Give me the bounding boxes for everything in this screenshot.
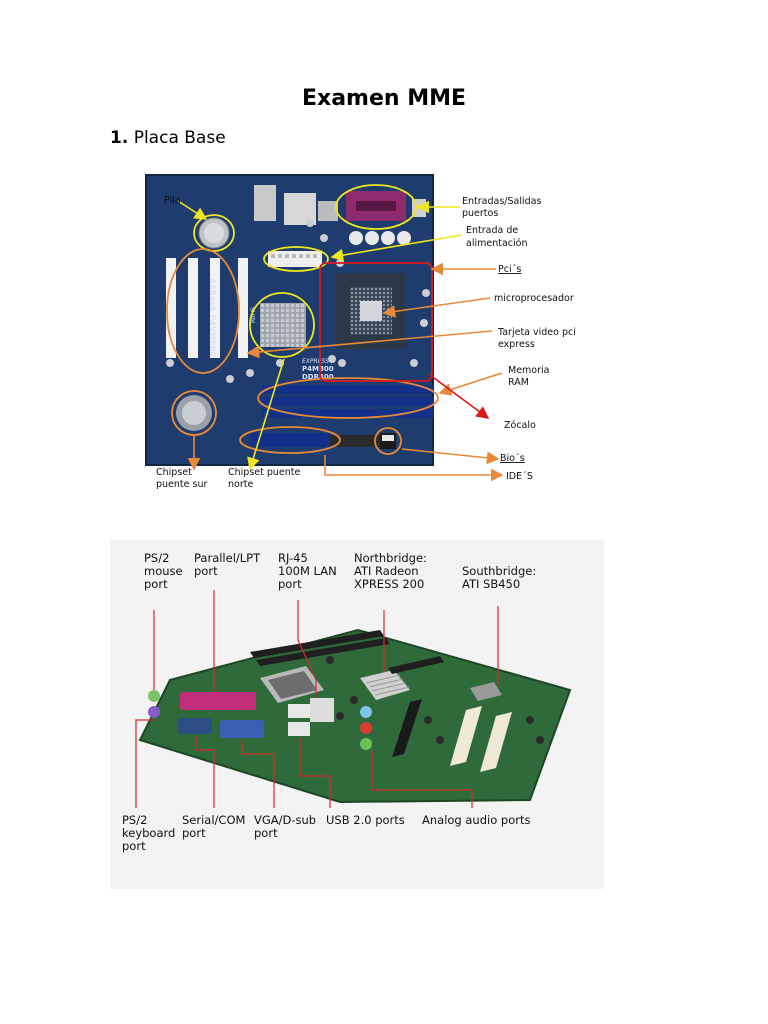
label-cpu: microprocesador [494, 293, 574, 304]
label-north-3: XPRESS 200 [354, 577, 424, 591]
label-parallel-2: port [194, 564, 218, 578]
label-south-1: Southbridge: [462, 564, 536, 578]
ram-highlight [257, 377, 439, 419]
ps2-mouse-connector [148, 690, 160, 702]
label-io-line2: puertos [462, 208, 498, 219]
motherboard-annotated-svg: ASRock P4VM800 RoHS EXPRESS P4M800 DDR40… [145, 174, 576, 490]
label-serial-1: Serial/COM [182, 813, 245, 827]
cpu-zone-highlight [319, 262, 433, 382]
board-ddr-print: DDR400 [302, 373, 334, 381]
label-rj45-2: 100M LAN [278, 564, 337, 578]
label-ram-line1: Memoria [508, 365, 549, 376]
label-power-line1: Entrada de [466, 225, 518, 236]
io-ports-highlight [335, 184, 417, 230]
label-pcis: Pci´s [498, 264, 521, 275]
label-pila: Pila [164, 195, 181, 206]
annotation-marks [166, 184, 439, 455]
board-express-print: EXPRESS [302, 358, 329, 365]
figure1-labels: Pila Entradas/Salidas puertos Entrada de… [156, 195, 576, 490]
label-south-2: ATI SB450 [462, 577, 520, 591]
label-power-line2: alimentación [466, 238, 527, 249]
label-north-1: Northbridge: [354, 551, 427, 565]
label-ps2-mouse-2: mouse [144, 564, 183, 578]
motherboard-ports-figure: PS/2 mouse port Parallel/LPT port RJ-45 … [110, 540, 604, 889]
section-heading: 1. Placa Base [110, 128, 226, 148]
label-zocalo: Zócalo [504, 420, 536, 431]
board-brand-print: ASRock P4VM800 [208, 278, 217, 357]
label-ps2-mouse-3: port [144, 577, 168, 591]
label-ps2-kb-2: keyboard [122, 826, 175, 840]
board-model-print: P4M800 [302, 365, 334, 373]
board-rohs-print: RoHS [250, 307, 257, 323]
south-chipset-highlight [171, 390, 217, 436]
label-ps2-kb-3: port [122, 839, 146, 853]
label-video-line2: express [498, 339, 535, 350]
usb-connector-bottom [288, 722, 310, 736]
audio-in-jack [360, 706, 372, 718]
vga-connector [220, 720, 264, 738]
label-audio: Analog audio ports [422, 813, 530, 827]
label-bios: Bio´s [500, 453, 525, 464]
section-title: Placa Base [133, 128, 226, 148]
label-rj45-3: port [278, 577, 302, 591]
motherboard-ports-svg: PS/2 mouse port Parallel/LPT port RJ-45 … [110, 540, 604, 889]
parallel-connector [180, 692, 256, 710]
serial-connector [178, 718, 212, 734]
audio-mic-jack [360, 722, 372, 734]
motherboard-annotated-figure: ASRock P4VM800 RoHS EXPRESS P4M800 DDR40… [110, 163, 602, 530]
bios-highlight [374, 427, 402, 455]
north-chipset-highlight [249, 292, 315, 358]
usb-connector-top [288, 704, 310, 718]
label-ps2-kb-1: PS/2 [122, 813, 147, 827]
label-rj45-1: RJ-45 [278, 551, 308, 565]
section-number: 1. [110, 128, 129, 148]
label-north-2: ATI Radeon [354, 564, 419, 578]
label-ram-line2: RAM [508, 377, 529, 388]
power-connector-highlight [263, 246, 329, 272]
label-sur-line1: Chipset [156, 467, 192, 478]
label-sur-line2: puente sur [156, 479, 207, 490]
motherboard-photo: ASRock P4VM800 RoHS EXPRESS P4M800 DDR40… [145, 174, 434, 466]
rj45-connector [310, 698, 334, 722]
label-vga-1: VGA/D-sub [254, 813, 316, 827]
annotation-arrows [177, 200, 504, 482]
ide-highlight [239, 426, 341, 454]
label-serial-2: port [182, 826, 206, 840]
ps2-keyboard-connector [148, 706, 160, 718]
label-ides: IDE´S [506, 471, 533, 482]
label-norte-line1: Chipset puente [228, 467, 301, 478]
label-video-line1: Tarjeta video pci [497, 327, 576, 338]
document-title: Examen MME [301, 86, 467, 111]
label-norte-line2: norte [228, 479, 253, 490]
label-vga-2: port [254, 826, 278, 840]
label-io-line1: Entradas/Salidas [462, 196, 541, 207]
label-parallel-1: Parallel/LPT [194, 551, 261, 565]
label-usb: USB 2.0 ports [326, 813, 405, 827]
motherboard-photo-2 [138, 628, 572, 804]
leader-lines [135, 590, 499, 808]
audio-out-jack [360, 738, 372, 750]
figure2-labels: PS/2 mouse port Parallel/LPT port RJ-45 … [122, 551, 536, 853]
pci-slots-highlight [166, 248, 240, 374]
label-ps2-mouse-1: PS/2 [144, 551, 169, 565]
